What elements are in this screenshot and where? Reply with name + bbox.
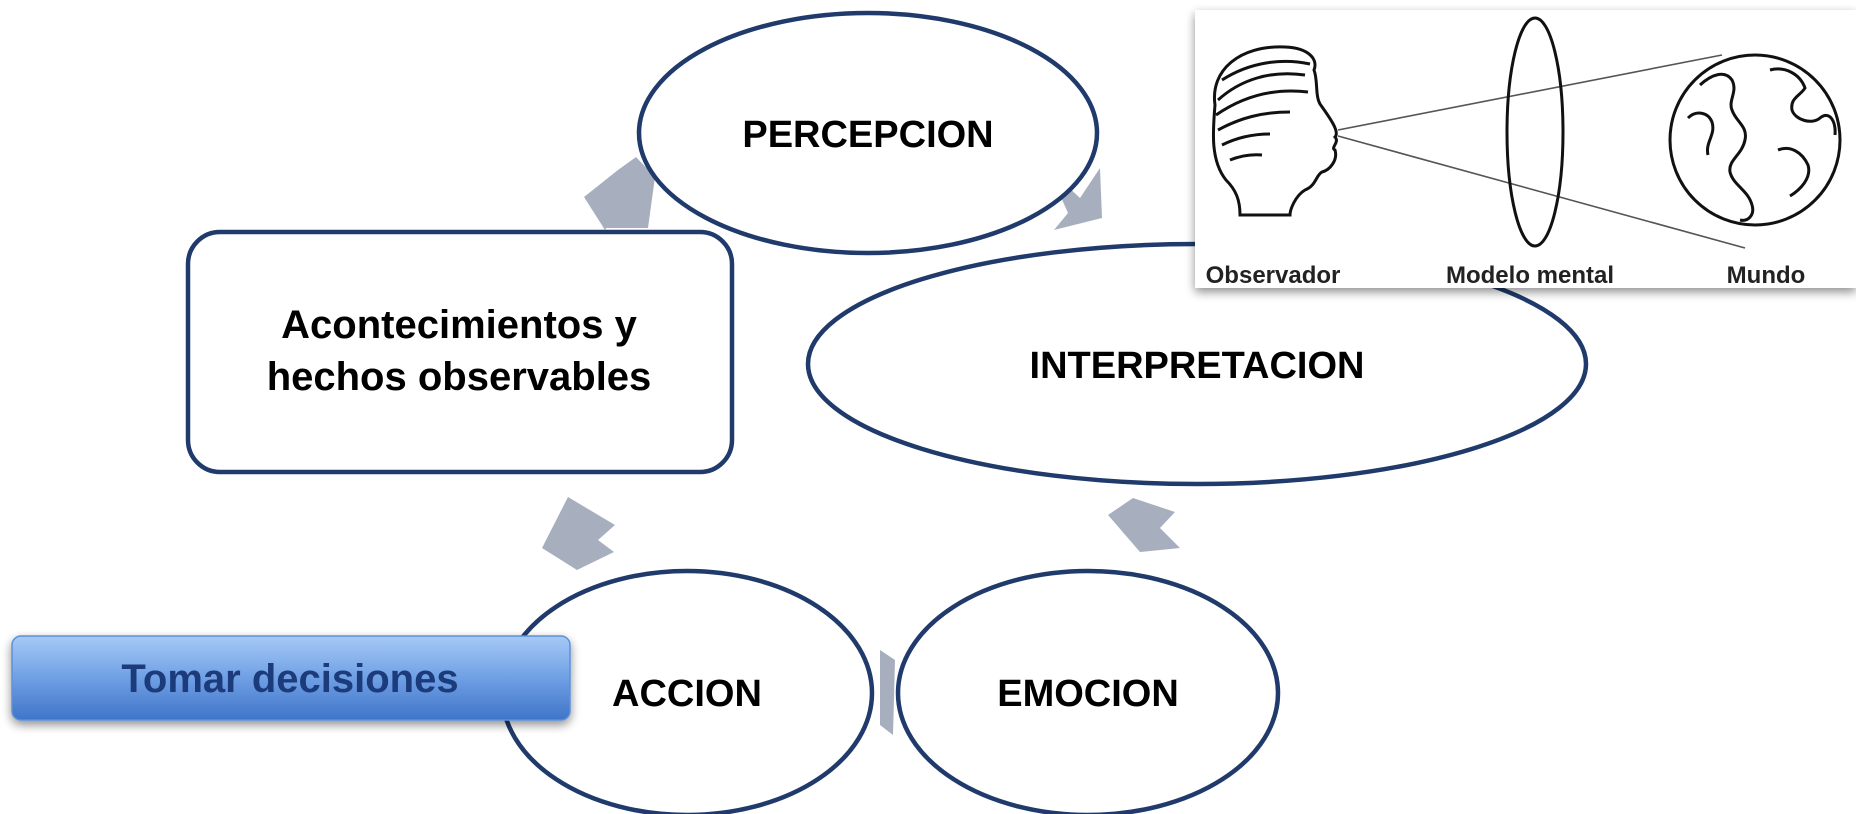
observer-model-illustration: Observador Modelo mental Mundo	[1195, 10, 1856, 289]
acontecimientos-box	[185, 229, 735, 475]
observador-label: Observador	[1206, 262, 1341, 289]
arrow-to-acontecimientos	[542, 497, 615, 570]
arrow-to-emocion	[1108, 498, 1180, 552]
illustration-frame	[1195, 10, 1856, 288]
node-emocion: EMOCION	[895, 568, 1281, 814]
observer-head-icon	[1211, 45, 1338, 217]
world-globe-icon	[1668, 53, 1842, 227]
acontecimientos-label-line2: hechos observables	[267, 355, 652, 399]
tomar-decisiones-callout: Tomar decisiones	[11, 635, 571, 721]
interpretacion-label: INTERPRETACION	[1030, 345, 1365, 387]
percepcion-ellipse	[636, 10, 1100, 256]
sight-lines	[1337, 54, 1746, 249]
node-accion: ACCION	[499, 568, 875, 814]
emocion-label: EMOCION	[997, 673, 1179, 715]
acontecimientos-label-line1: Acontecimientos y	[281, 303, 637, 347]
modelo-mental-label: Modelo mental	[1446, 262, 1614, 289]
callout-box	[11, 635, 571, 721]
percepcion-label: PERCEPCION	[742, 114, 993, 156]
emocion-ellipse	[895, 568, 1281, 814]
cycle-arrows	[542, 157, 1180, 735]
node-acontecimientos: Acontecimientos y hechos observables	[185, 229, 735, 475]
mental-model-lens-icon	[1505, 16, 1565, 248]
arrow-to-accion	[880, 650, 895, 735]
mundo-label: Mundo	[1727, 262, 1806, 289]
callout-label: Tomar decisiones	[121, 657, 458, 701]
arrow-to-percepcion	[584, 157, 655, 230]
node-percepcion: PERCEPCION	[636, 10, 1100, 256]
accion-label: ACCION	[612, 673, 762, 715]
